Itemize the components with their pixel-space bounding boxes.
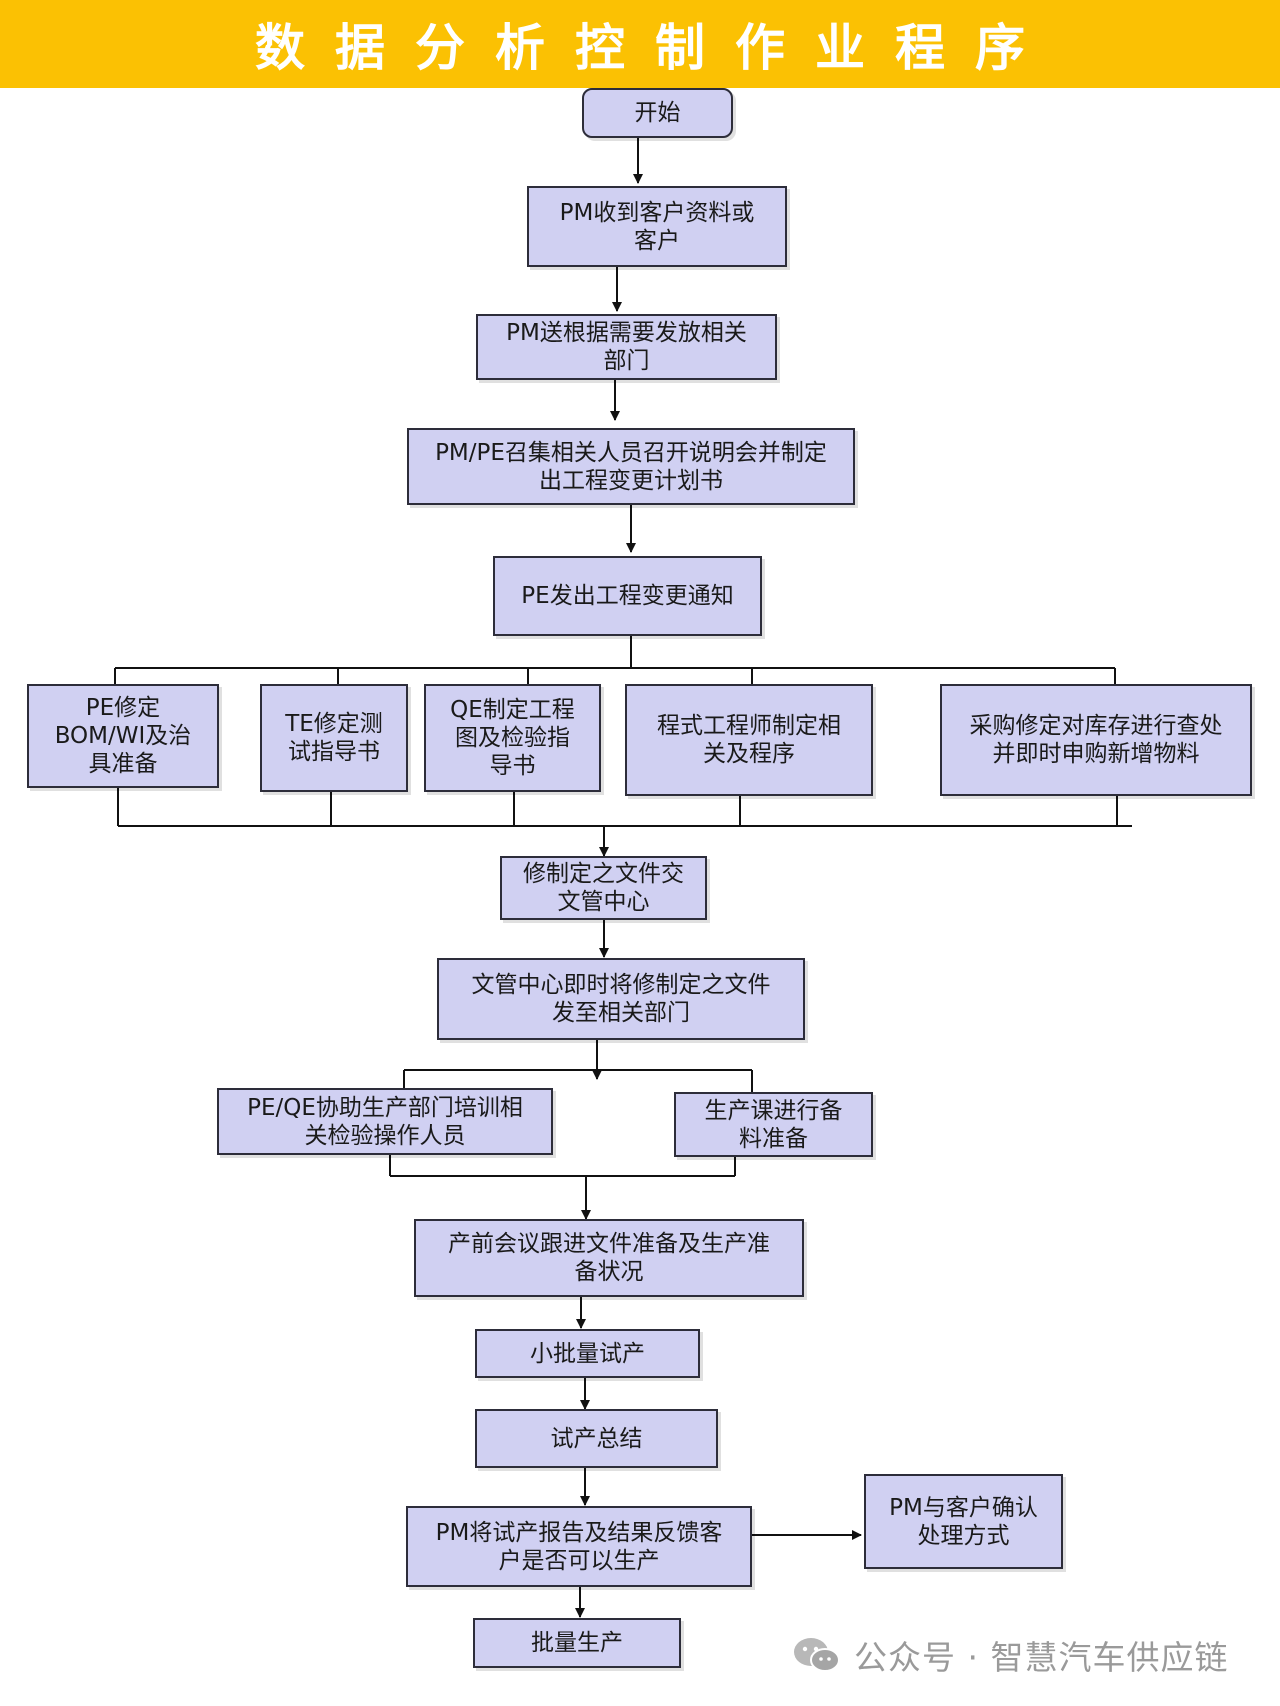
node-pm-feedback: PM将试产报告及结果反馈客 户是否可以生产 [406,1506,752,1587]
node-pm-pe-meeting: PM/PE召集相关人员召开说明会并制定 出工程变更计划书 [407,428,855,505]
node-trial-summary: 试产总结 [475,1409,718,1468]
wechat-icon [794,1638,840,1672]
node-pe-notice: PE发出工程变更通知 [493,556,762,636]
watermark: 公众号 · 智慧汽车供应链 [792,1630,1228,1680]
watermark-text: 公众号 · 智慧汽车供应链 [854,1638,1229,1677]
node-te-revise: TE修定测 试指导书 [260,684,408,792]
node-pm-confirm: PM与客户确认 处理方式 [864,1474,1063,1569]
node-mass-production: 批量生产 [473,1618,681,1668]
node-production-prep: 生产课进行备 料准备 [674,1092,873,1157]
node-pm-send: PM送根据需要发放相关 部门 [476,314,777,380]
node-pe-revise: PE修定 BOM/WI及治 具准备 [27,684,219,788]
node-purchase: 采购修定对库存进行查处 并即时申购新增物料 [940,684,1252,796]
node-qe-drawing: QE制定工程 图及检验指 导书 [424,684,601,792]
title-banner: 数据分析控制作业程序 [0,0,1280,88]
node-small-batch: 小批量试产 [475,1329,700,1378]
node-start: 开始 [582,88,733,138]
node-pe-qe-training: PE/QE协助生产部门培训相 关检验操作人员 [217,1088,553,1155]
node-doc-submit: 修制定之文件交 文管中心 [500,856,707,920]
node-pm-receive: PM收到客户资料或 客户 [527,186,787,267]
page-title: 数据分析控制作业程序 [255,19,1055,77]
node-preprod-meeting: 产前会议跟进文件准备及生产准 备状况 [414,1219,804,1297]
node-program-engineer: 程式工程师制定相 关及程序 [625,684,873,796]
node-doc-center-send: 文管中心即时将修制定之文件 发至相关部门 [437,958,805,1040]
